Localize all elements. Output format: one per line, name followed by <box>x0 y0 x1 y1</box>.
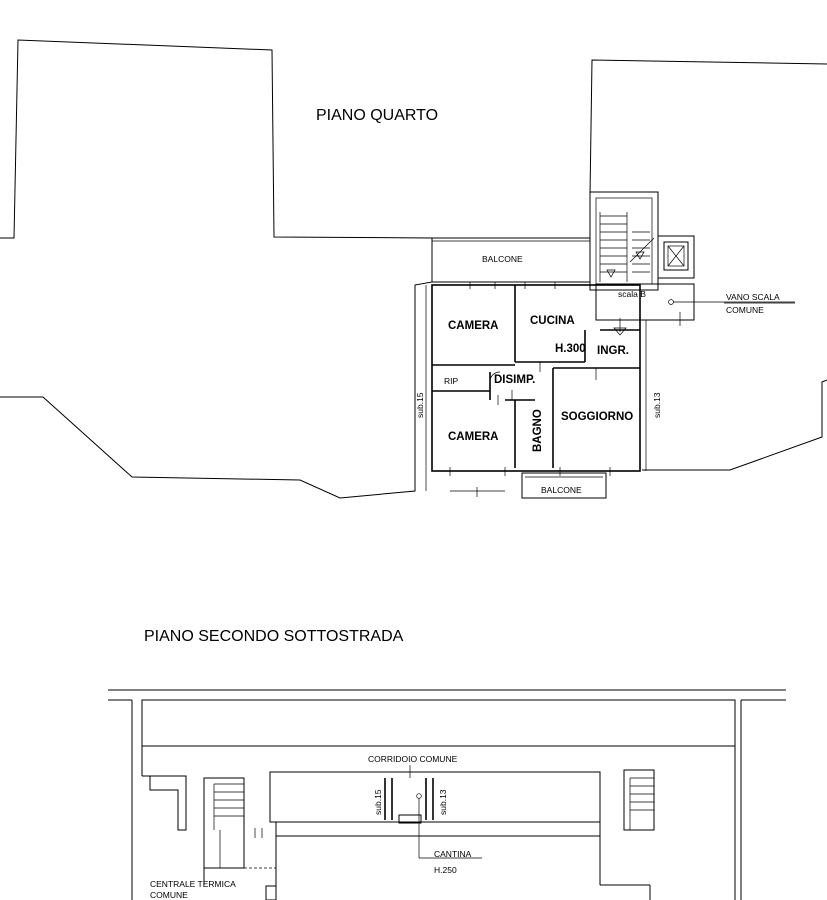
subunit-label-15: sub.15 <box>415 392 425 418</box>
elevator-shaft <box>657 235 695 279</box>
room-label-disimpegno: DISIMP. <box>494 374 535 386</box>
room-label-ripostiglio: RIP <box>444 376 459 386</box>
room-label-soggiorno: SOGGIORNO <box>561 411 633 423</box>
room-label-bagno: BAGNO <box>532 409 544 452</box>
apartment-outline <box>431 284 641 472</box>
basement-subunit-13: sub.13 <box>438 789 448 815</box>
balcony-lower <box>521 472 607 499</box>
basement-floor-plan: PIANO SECONDO SOTTOSTRADA <box>108 628 786 900</box>
corridor-label: CORRIDOIO COMUNE <box>368 754 458 764</box>
room-label-ingresso: INGR. <box>597 345 629 357</box>
cellar-height-label: H.250 <box>434 865 457 875</box>
room-label-cucina: CUCINA <box>530 315 575 327</box>
fourth-floor-title: PIANO QUARTO <box>316 107 438 124</box>
basement-subunit-15: sub.15 <box>373 789 383 815</box>
boiler-room-label-1: CENTRALE TERMICA <box>150 879 236 889</box>
basement-right-stair <box>629 777 654 830</box>
cellar-label: CANTINA <box>434 849 472 859</box>
balcony-upper-label: BALCONE <box>482 254 523 264</box>
balcony-lower-label: BALCONE <box>541 485 582 495</box>
neighbour-outline-right <box>589 59 827 196</box>
boiler-room-label-2: COMUNE <box>150 890 188 900</box>
fourth-floor-plan: PIANO QUARTO BALCONE scala B VANO SCALA … <box>0 39 827 499</box>
stair-label: scala B <box>618 289 646 299</box>
neighbour-outline-left <box>0 39 433 499</box>
room-label-camera-upper: CAMERA <box>448 320 498 332</box>
room-label-camera-lower: CAMERA <box>448 431 498 443</box>
common-stair-label-2: COMUNE <box>726 305 764 315</box>
common-stair-label-1: VANO SCALA <box>726 292 780 302</box>
subunit-label-13: sub.13 <box>652 392 662 418</box>
basement-left-stair <box>204 783 276 869</box>
height-label: H.300 <box>555 343 586 355</box>
neighbour-outline-right-lower <box>642 379 827 471</box>
stair-steps <box>599 212 655 282</box>
basement-title: PIANO SECONDO SOTTOSTRADA <box>144 628 404 645</box>
basement-structure <box>141 699 736 747</box>
common-corridor <box>269 771 601 823</box>
